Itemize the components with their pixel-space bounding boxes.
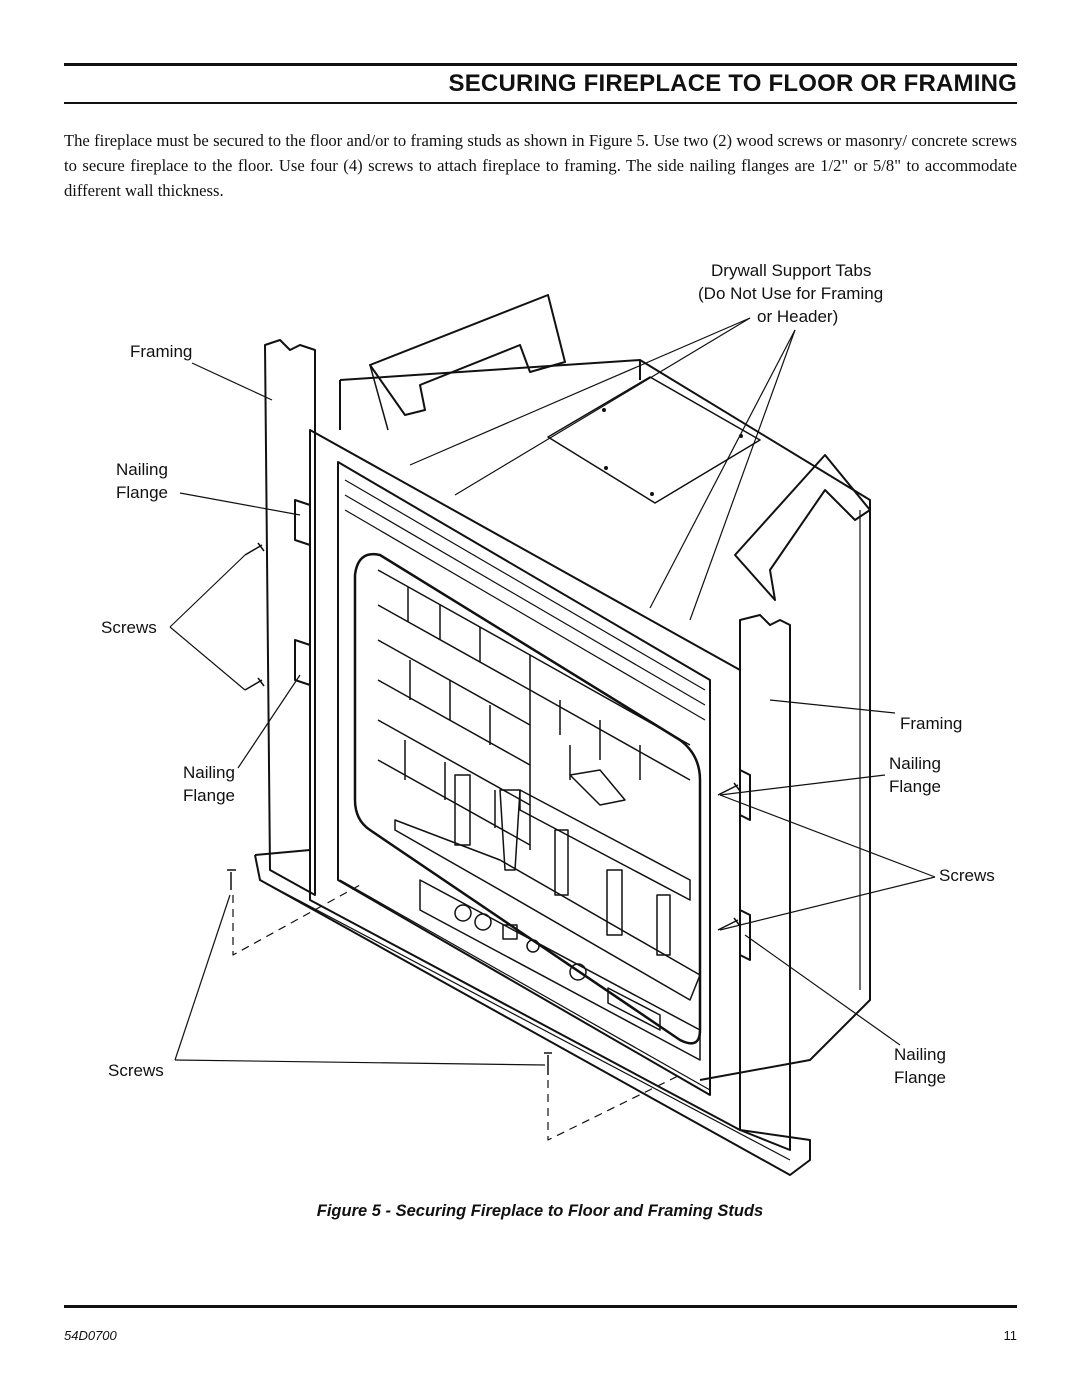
label-drywall-tabs-line2: (Do Not Use for Framing <box>698 284 884 303</box>
section-title: SECURING FIREPLACE TO FLOOR OR FRAMING <box>448 70 1017 97</box>
label-nailing-left-lower-line1: Nailing <box>183 763 235 782</box>
header-rule-top <box>64 63 1017 66</box>
header-rule-bottom <box>64 102 1017 104</box>
doc-number: 54D0700 <box>64 1328 117 1343</box>
label-nailing-left-upper-line1: Nailing <box>116 460 168 479</box>
label-nailing-left-lower-line2: Flange <box>183 786 235 805</box>
label-nailing-right-upper-line1: Nailing <box>889 754 941 773</box>
label-framing-left: Framing <box>130 342 193 361</box>
page-number: 11 <box>1003 1328 1018 1343</box>
label-nailing-left-upper-line2: Flange <box>116 483 168 502</box>
label-nailing-right-upper-line2: Flange <box>889 777 941 796</box>
label-drywall-tabs-line3: or Header) <box>757 307 839 326</box>
fireplace-illustration <box>169 294 936 1176</box>
label-drywall-tabs-line1: Drywall Support Tabs <box>711 261 872 280</box>
label-nailing-right-lower-line2: Flange <box>894 1068 946 1087</box>
label-screws-right: Screws <box>939 866 995 885</box>
label-framing-right: Framing <box>900 714 963 733</box>
label-screws-left-upper: Screws <box>101 618 157 637</box>
intro-paragraph: The fireplace must be secured to the flo… <box>64 131 1017 200</box>
figure-caption: Figure 5 - Securing Fireplace to Floor a… <box>316 1202 764 1220</box>
label-nailing-right-lower-line1: Nailing <box>894 1045 946 1064</box>
label-screws-left-lower: Screws <box>108 1061 164 1080</box>
footer-rule <box>64 1305 1017 1308</box>
